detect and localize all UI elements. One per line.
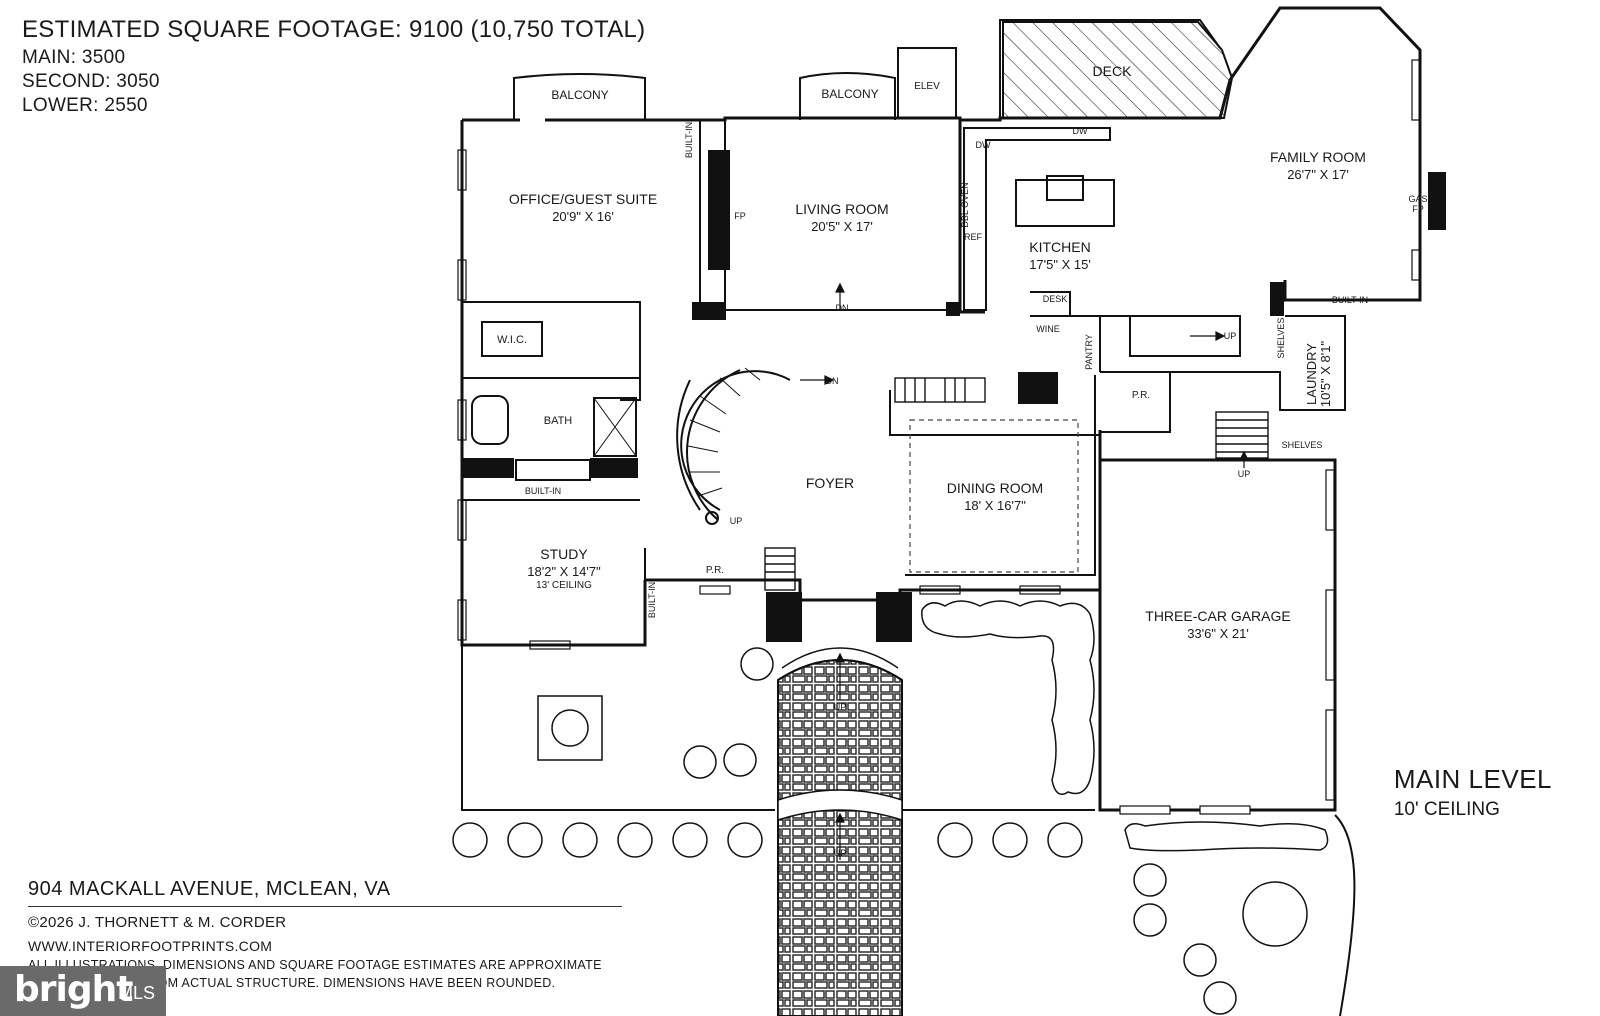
room-study-note: 13' CEILING (536, 580, 592, 591)
level-ceiling: 10' CEILING (1393, 799, 1500, 820)
kitchen-island (1015, 179, 1115, 227)
room-kitchen-dim: 17'5" X 15' (1029, 257, 1091, 272)
room-study-name: STUDY (540, 546, 588, 562)
room-kitchen-name: KITCHEN (1029, 239, 1090, 255)
label-built-in-bath: BUILT-IN (525, 486, 561, 496)
wall-north-west (462, 116, 985, 314)
room-living-name: LIVING ROOM (795, 201, 888, 217)
disclaimer-line-1: ALL ILLUSTRATIONS, DIMENSIONS AND SQUARE… (28, 958, 602, 972)
room-dining-dim: 18' X 16'7" (964, 498, 1026, 513)
room-laundry-dim: 10'5" X 8'1" (1318, 341, 1333, 408)
square-footage-title: ESTIMATED SQUARE FOOTAGE: 9100 (10,750 T… (22, 16, 646, 43)
room-bath-name: BATH (544, 415, 573, 427)
cooktop (1046, 175, 1084, 201)
label-shelves-garage: SHELVES (1282, 440, 1323, 450)
level-label: MAIN LEVEL 10' CEILING (1394, 764, 1552, 821)
label-fp: FP (734, 211, 746, 221)
vanity (515, 459, 591, 481)
room-office-name: OFFICE/GUEST SUITE (509, 191, 657, 207)
website: WWW.INTERIORFOOTPRINTS.COM (28, 938, 273, 954)
room-garage-dim: 33'6" X 21' (1187, 626, 1249, 641)
walk-in-closet (481, 321, 543, 357)
balcony-west (513, 73, 646, 120)
second-sqft: SECOND: 3050 (22, 71, 160, 92)
room-garage-name: THREE-CAR GARAGE (1145, 608, 1290, 624)
copyright: ©2026 J. THORNETT & M. CORDER (28, 914, 287, 931)
room-family-dim: 26'7" X 17' (1287, 167, 1349, 182)
wall-family (960, 6, 1422, 302)
dining-stairs (894, 377, 986, 403)
bathtub (471, 395, 509, 445)
room-dining-name: DINING ROOM (947, 480, 1043, 496)
level-name: MAIN LEVEL (1393, 764, 1552, 794)
label-balcony-1: BALCONY (551, 88, 608, 102)
kitchen-counter (963, 127, 1111, 311)
room-wic-name: W.I.C. (497, 334, 527, 346)
room-office-dim: 20'9" X 16' (552, 209, 614, 224)
label-elev: ELEV (914, 81, 940, 92)
entry-walkway (777, 647, 903, 1016)
hedges (452, 600, 1329, 1015)
property-address: 904 MACKALL AVENUE, MCLEAN, VA (28, 878, 391, 900)
main-sqft: MAIN: 3500 (22, 47, 126, 68)
wall-garage (1098, 430, 1337, 812)
room-pr1-name: P.R. (1132, 390, 1150, 401)
label-dn-stair: DN (826, 376, 839, 386)
label-shelves-laundry: SHELVES (1276, 318, 1286, 359)
mls-text: MLS (118, 983, 156, 1003)
label-dn-living: DN (836, 303, 849, 313)
garage-stairs (1215, 411, 1269, 459)
label-wine: WINE (1036, 324, 1060, 334)
label-built-in-study: BUILT-IN (647, 582, 657, 618)
label-gas-fp: FP (1412, 204, 1424, 214)
room-laundry-name: LAUNDRY (1304, 343, 1319, 405)
label-desk: DESK (1043, 294, 1068, 304)
bright-mls-logo: bright MLS (0, 966, 166, 1016)
wall-south-foyer (645, 578, 1100, 602)
label-up-walk-2: UP (834, 848, 847, 858)
label-dw-2: DW (976, 140, 991, 150)
footer-divider (28, 906, 622, 907)
room-pr2-name: P.R. (706, 565, 724, 576)
label-gas: GAS (1408, 194, 1427, 204)
lower-sqft: LOWER: 2550 (22, 95, 148, 116)
balcony-east (799, 72, 896, 120)
brand-text: bright (14, 969, 133, 1010)
label-built-in-family: BUILT-IN (1332, 295, 1368, 305)
label-ref: REF (964, 232, 983, 242)
room-foyer-name: FOYER (806, 475, 854, 491)
label-up-garage: UP (1238, 469, 1251, 479)
label-balcony-2: BALCONY (821, 87, 878, 101)
label-built-in-office: BUILT-IN (684, 122, 694, 158)
dining-rug-outline (909, 419, 1079, 573)
elevator (897, 47, 957, 119)
room-study-dim: 18'2" X 14'7" (527, 564, 601, 579)
label-dw-1: DW (1073, 126, 1088, 136)
fireplace-family (1428, 172, 1446, 230)
room-family-name: FAMILY ROOM (1270, 149, 1366, 165)
room-pantry-name: PANTRY (1084, 334, 1094, 370)
label-deck: DECK (1093, 63, 1133, 79)
room-living-dim: 20'5" X 17' (811, 219, 873, 234)
deck-area (1002, 21, 1234, 119)
label-up-walk-1: UP (834, 702, 847, 712)
curved-staircase (676, 367, 791, 525)
label-dbl-oven: DBL OVEN (960, 182, 970, 227)
shower (593, 397, 637, 457)
label-up-stair: UP (730, 516, 743, 526)
fireplace-living (708, 150, 730, 270)
label-up-kitchen: UP (1224, 331, 1237, 341)
